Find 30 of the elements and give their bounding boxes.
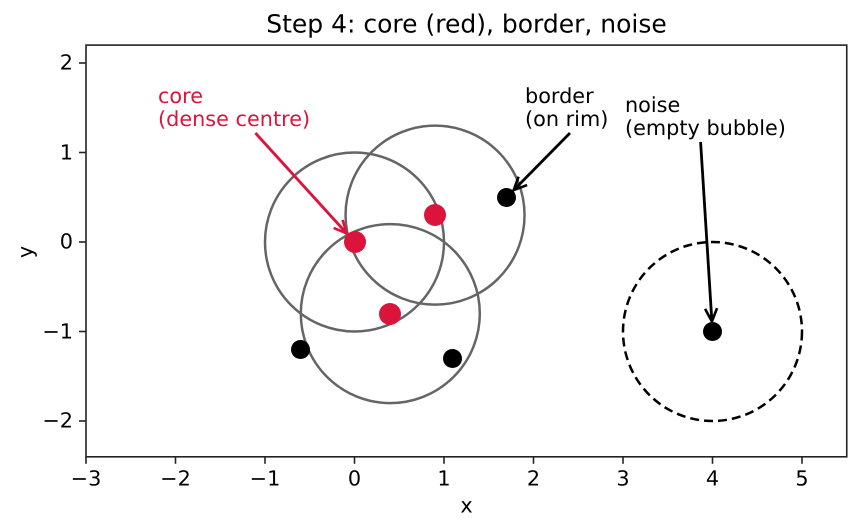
leader-arrow (254, 132, 348, 235)
data-point (424, 204, 446, 226)
leader-arrow (512, 132, 571, 192)
callout-label: core (dense centre) (158, 85, 310, 131)
tick-label: −1 (250, 468, 280, 490)
data-point (379, 302, 402, 325)
callout-label: noise (empty bubble) (625, 94, 786, 140)
tick-label: 1 (60, 141, 73, 164)
leader-arrow (699, 142, 718, 323)
tick-label: 0 (348, 468, 362, 490)
tick-label: −3 (70, 468, 102, 490)
tick-label: 4 (706, 468, 720, 490)
tick-label: 0 (60, 230, 73, 254)
chart-title: Step 4: core (red), border, noise (266, 10, 667, 38)
tick-label: 5 (795, 468, 809, 490)
axis-label: x (460, 494, 473, 518)
callout-label: border (on rim) (525, 85, 608, 131)
tick-label: 3 (616, 468, 630, 490)
data-point (443, 348, 462, 368)
data-point (703, 322, 722, 341)
data-point (497, 188, 516, 207)
data-point (344, 231, 366, 253)
tick-label: −2 (160, 468, 191, 490)
tick-label: 1 (437, 468, 451, 490)
data-point (291, 340, 310, 359)
tick-label: −2 (42, 410, 73, 432)
axis-label: y (14, 245, 38, 258)
tick-label: 2 (526, 468, 540, 490)
tick-label: 2 (60, 52, 73, 74)
tick-label: −1 (42, 320, 73, 343)
